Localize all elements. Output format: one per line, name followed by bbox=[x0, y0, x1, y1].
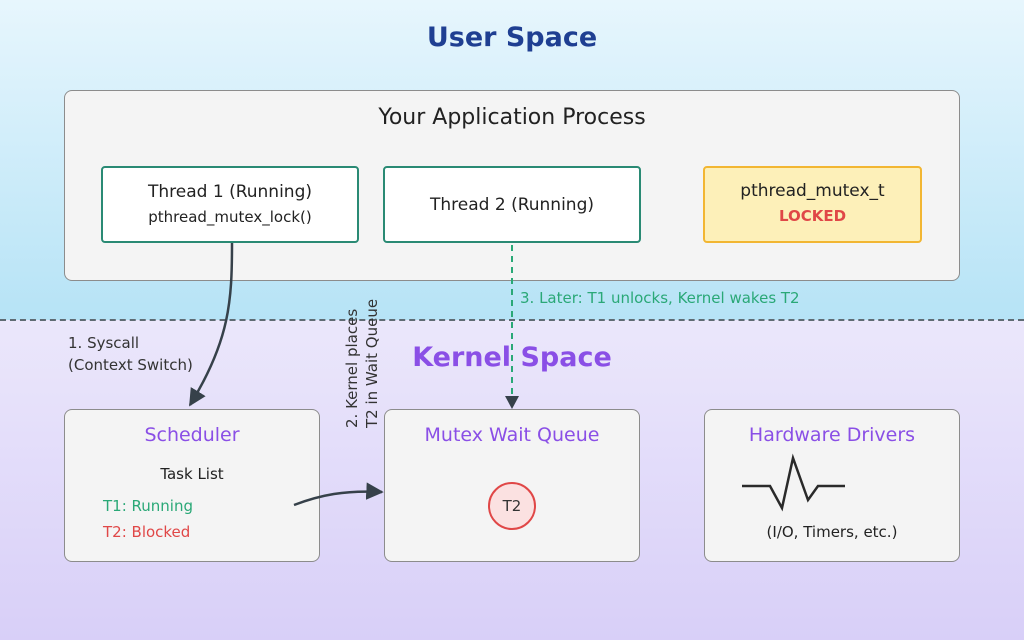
place-in-queue-label-line2: T2 in Wait Queue bbox=[363, 298, 381, 428]
hardware-drivers-caption: (I/O, Timers, etc.) bbox=[766, 523, 898, 541]
wake-label: 3. Later: T1 unlocks, Kernel wakes T2 bbox=[520, 289, 800, 307]
hardware-drivers-title: Hardware Drivers bbox=[748, 424, 916, 446]
syscall-label: 1. Syscall (Context Switch) bbox=[68, 332, 193, 376]
signal-waveform-icon bbox=[742, 453, 845, 512]
thread2-box: Thread 2 (Running) bbox=[383, 166, 641, 243]
thread1-title: Thread 1 (Running) bbox=[148, 182, 312, 202]
user-kernel-boundary bbox=[0, 319, 1024, 321]
syscall-label-line1: 1. Syscall bbox=[68, 334, 140, 352]
syscall-label-line2: (Context Switch) bbox=[68, 356, 193, 374]
mutex-box: pthread_mutex_t LOCKED bbox=[703, 166, 922, 243]
task-t2-status: T2: Blocked bbox=[103, 523, 191, 541]
task-t1-status: T1: Running bbox=[103, 497, 193, 515]
user-space-title: User Space bbox=[426, 22, 598, 53]
thread1-call: pthread_mutex_lock() bbox=[148, 208, 312, 226]
thread1-box: Thread 1 (Running) pthread_mutex_lock() bbox=[101, 166, 359, 243]
scheduler-box: Scheduler Task List T1: Running T2: Bloc… bbox=[64, 409, 320, 562]
wait-queue-item-t2: T2 bbox=[488, 482, 536, 530]
task-list-heading: Task List bbox=[160, 465, 224, 483]
mutex-name: pthread_mutex_t bbox=[740, 181, 885, 201]
place-in-queue-arrow bbox=[293, 482, 384, 507]
application-process-title: Your Application Process bbox=[378, 105, 646, 130]
thread2-title: Thread 2 (Running) bbox=[430, 195, 594, 215]
wait-queue-title: Mutex Wait Queue bbox=[424, 424, 600, 446]
syscall-arrow bbox=[188, 242, 234, 407]
wake-arrow-head bbox=[505, 396, 519, 409]
wait-queue-box: Mutex Wait Queue T2 bbox=[384, 409, 640, 562]
scheduler-title: Scheduler bbox=[144, 424, 240, 446]
place-in-queue-label: 2. Kernel places T2 in Wait Queue bbox=[342, 268, 382, 428]
mutex-state: LOCKED bbox=[778, 207, 847, 225]
place-in-queue-label-line1: 2. Kernel places bbox=[343, 308, 361, 428]
